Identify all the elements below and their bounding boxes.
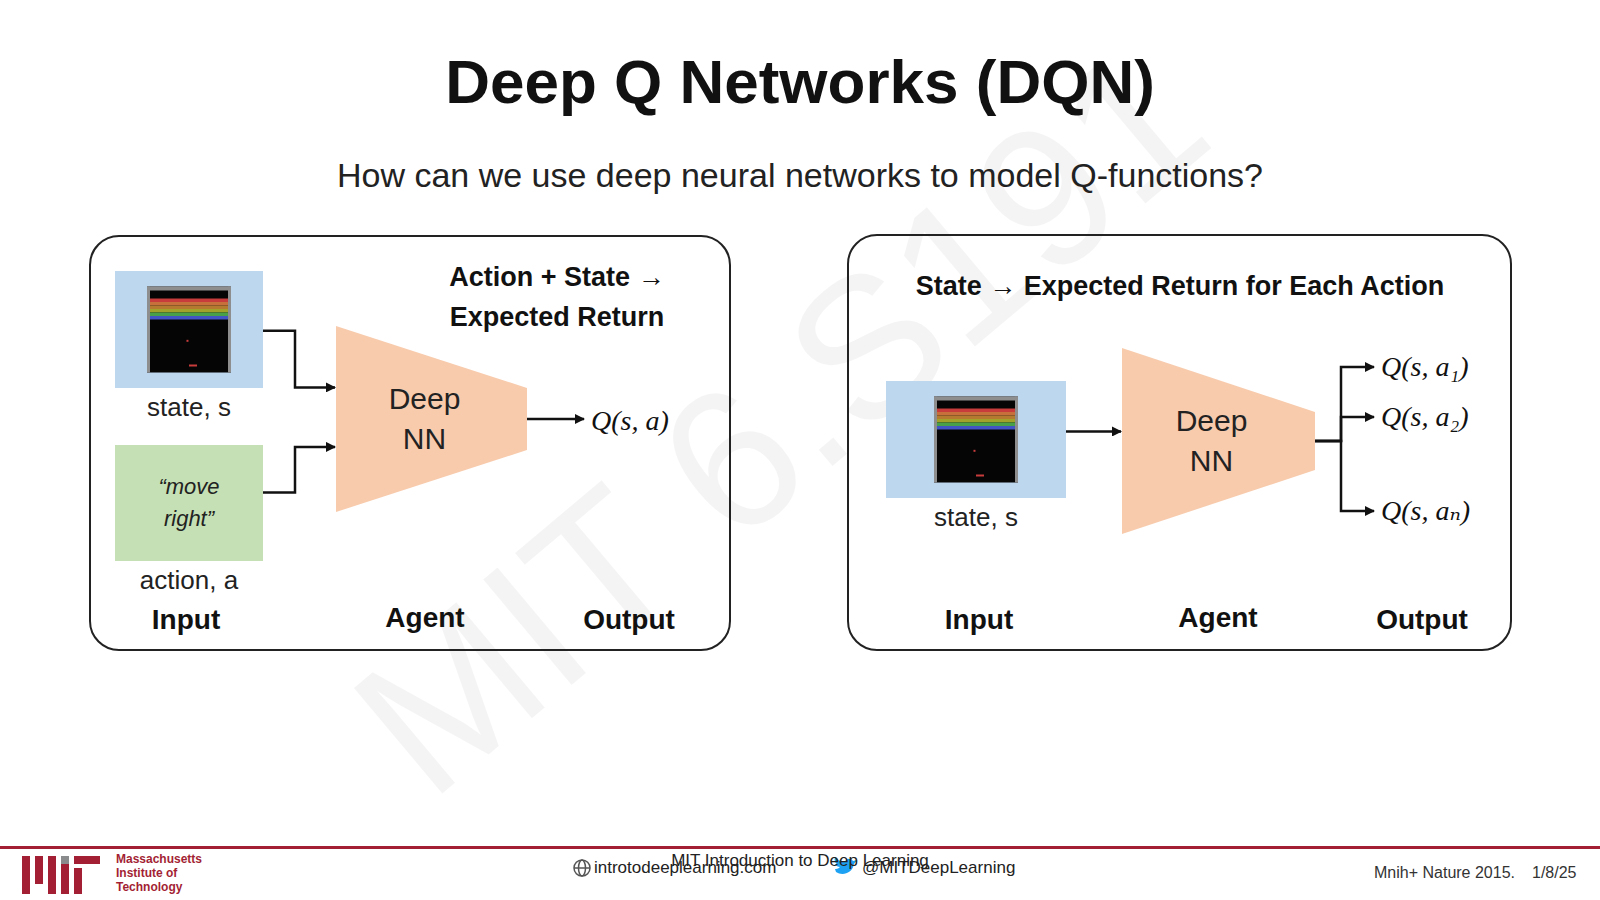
q-value-output: Q(s, a₁) <box>1375 349 1469 385</box>
footer-text: Massachusetts Institute of Technology <box>116 852 216 894</box>
column-label: Input <box>945 604 1013 636</box>
connector-arrow <box>263 331 335 388</box>
trapezoid-shape <box>336 326 527 512</box>
agent-panel: Action + State → Expected Return state, s… <box>89 235 731 651</box>
connector-arrow <box>1315 367 1374 441</box>
action-box: “move right”action, a <box>115 445 263 598</box>
input-caption: action, a <box>95 565 283 596</box>
footer-rule <box>0 846 1600 849</box>
q-value: Q(s, a) <box>585 403 669 439</box>
connector-arrow <box>527 418 584 421</box>
input-caption: state, s <box>95 392 283 423</box>
column-label: Output <box>583 604 675 636</box>
slide-title: Deep Q Networks (DQN) <box>0 46 1600 117</box>
action-text: “move right” <box>137 471 241 535</box>
trapezoid-shape <box>1122 348 1315 534</box>
q-value: Q(s, a₂) <box>1375 399 1469 435</box>
slide-subtitle: How can we use deep neural networks to m… <box>0 156 1600 195</box>
network-trapezoid: Deep NN <box>336 326 527 512</box>
connector-arrow <box>1315 417 1374 441</box>
network-label: Deep NN <box>380 379 470 459</box>
network-label: Deep NN <box>1167 401 1257 481</box>
state-image: state, s <box>115 271 263 424</box>
network-trapezoid: Deep NN <box>1122 348 1315 534</box>
q-value-output: Q(s, a₂) <box>1375 399 1469 435</box>
q-value-output: Q(s, aₙ) <box>1375 493 1470 529</box>
panel-heading: Action + State → Expected Return <box>417 257 697 337</box>
game-screen <box>886 381 1066 498</box>
mit-logo <box>22 856 100 894</box>
panel-heading: State → Expected Return for Each Action <box>861 266 1499 306</box>
state-picture <box>886 381 1066 498</box>
column-label: Input <box>152 604 220 636</box>
footer-text: Mnih+ Nature 2015. <box>1374 864 1515 882</box>
footer-text: @MITDeepLearning <box>862 858 1015 878</box>
footer-text: 1/8/25 <box>1532 864 1576 882</box>
action-swatch: “move right” <box>115 445 263 561</box>
footer-text: introtodeeplearning.com <box>594 858 776 878</box>
column-label: Output <box>1376 604 1468 636</box>
agent-panel: State → Expected Return for Each Action s… <box>847 234 1512 651</box>
q-value: Q(s, a₁) <box>1375 349 1469 385</box>
column-label: Agent <box>1178 602 1257 634</box>
connector-arrow <box>1315 441 1374 511</box>
state-picture <box>115 271 263 388</box>
input-caption: state, s <box>866 502 1086 533</box>
globe-icon <box>574 860 590 876</box>
q-value: Q(s, aₙ) <box>1375 493 1470 529</box>
game-screen <box>115 271 263 388</box>
state-image: state, s <box>886 381 1066 534</box>
connector-arrow <box>263 447 335 493</box>
column-label: Agent <box>385 602 464 634</box>
connector-arrow <box>1066 430 1121 433</box>
q-value-output: Q(s, a) <box>585 403 669 439</box>
